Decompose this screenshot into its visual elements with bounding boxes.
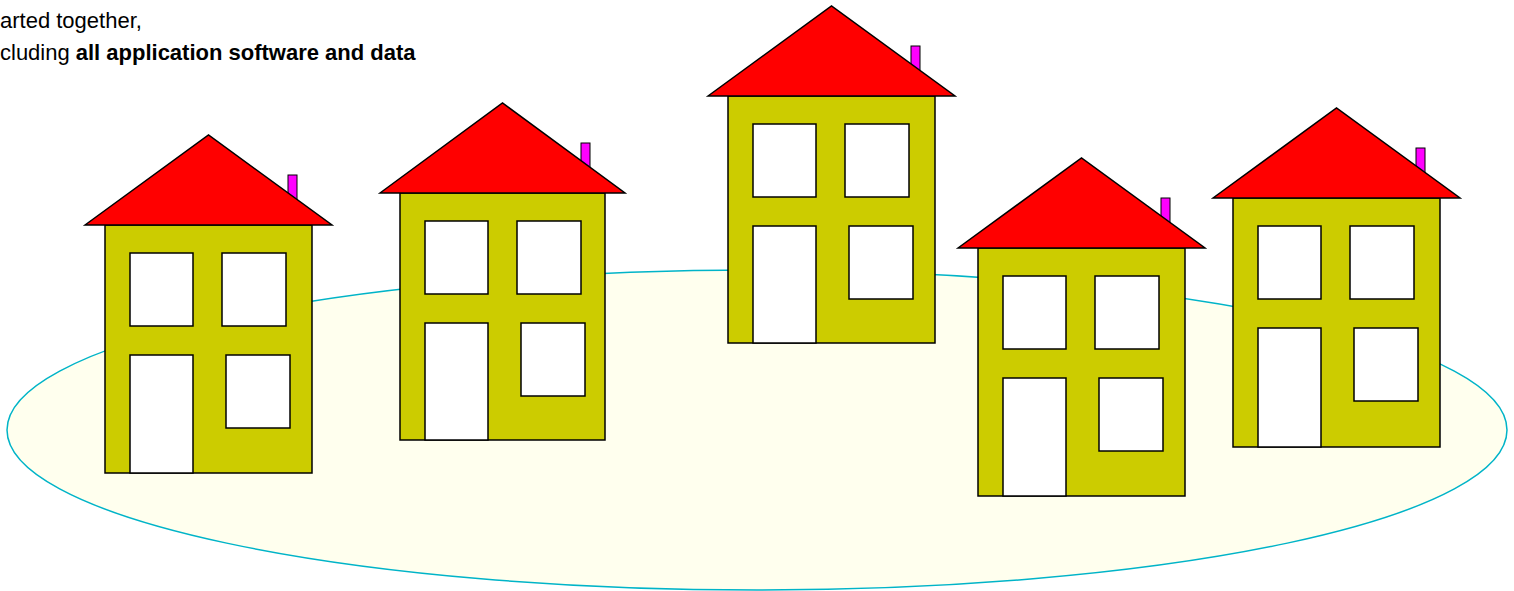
house-drawing [958, 158, 1205, 496]
window [1099, 378, 1163, 451]
door [753, 226, 816, 343]
window [517, 221, 581, 294]
roof [85, 135, 332, 225]
house-drawing [85, 135, 332, 473]
door [1258, 328, 1321, 447]
window [1003, 276, 1066, 349]
note-text: arted together, [0, 8, 142, 34]
house-drawing [380, 103, 625, 440]
text-line: arted together, [0, 8, 142, 34]
window [1095, 276, 1159, 349]
house-wall [400, 193, 605, 440]
window [1258, 226, 1321, 299]
window [1354, 328, 1418, 401]
house-wall [728, 96, 935, 343]
roof [380, 103, 625, 193]
house-drawing [708, 6, 955, 343]
window [849, 226, 913, 299]
house-drawing [1213, 108, 1460, 447]
window [222, 253, 286, 326]
roof [1213, 108, 1460, 198]
house-wall [978, 248, 1185, 496]
roof [708, 6, 955, 96]
window [521, 323, 585, 396]
text-line: cludingall application software and data [0, 40, 416, 66]
window [845, 124, 909, 197]
door [425, 323, 488, 440]
door [1003, 378, 1066, 496]
house-wall [105, 225, 312, 473]
house-wall [1233, 198, 1440, 447]
window [753, 124, 816, 197]
note-text: cluding [0, 40, 70, 66]
window [226, 355, 290, 428]
note-text: all application software and data [76, 40, 416, 66]
window [1350, 226, 1414, 299]
window [425, 221, 488, 294]
window [130, 253, 193, 326]
roof [958, 158, 1205, 248]
door [130, 355, 193, 473]
